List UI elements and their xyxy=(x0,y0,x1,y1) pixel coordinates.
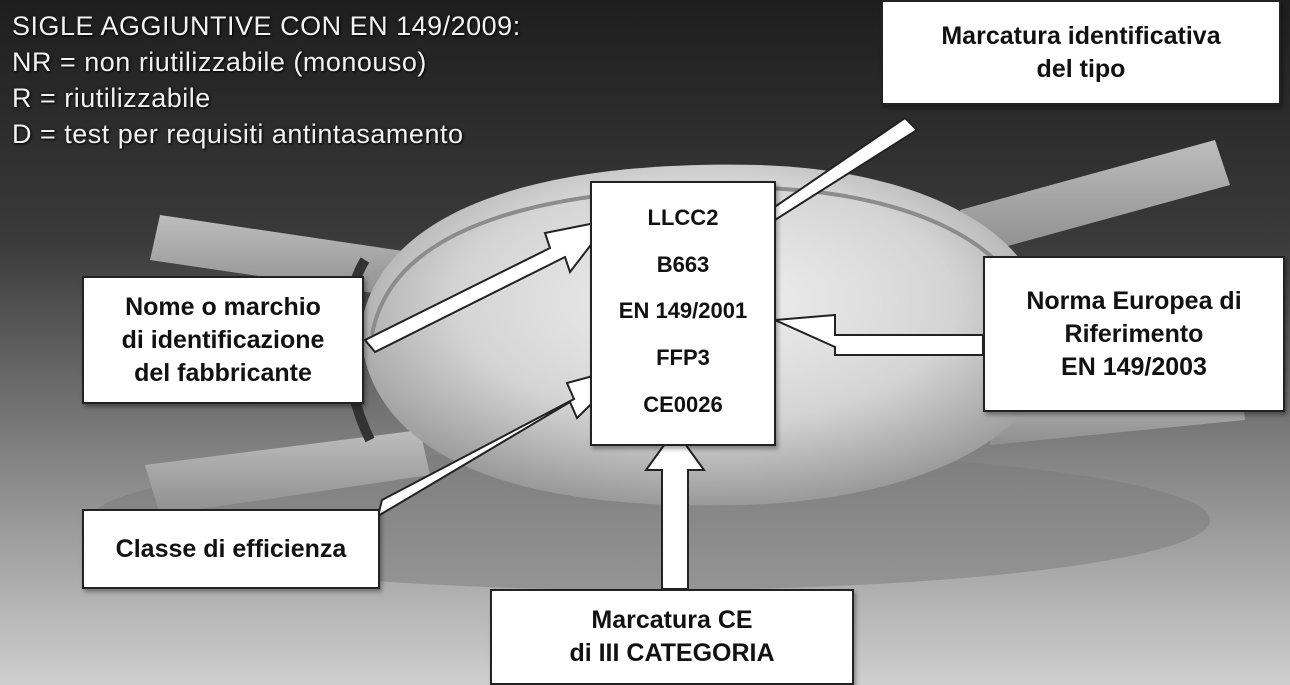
label-line-ce: CE0026 xyxy=(643,391,723,417)
legend-item-r: R = riutilizzabile xyxy=(12,83,211,113)
label-line-type: B663 xyxy=(656,251,710,277)
callout-brand-line: Nome o marchio xyxy=(125,292,321,321)
callout-norm: Norma Europea di Riferimento EN 149/2003 xyxy=(983,256,1285,412)
label-line-class: FFP3 xyxy=(656,345,710,371)
callout-ce-line: di III CATEGORIA xyxy=(569,639,775,667)
label-line-code: LLCC2 xyxy=(647,205,719,231)
strap-left-lower xyxy=(145,430,430,515)
arrow-norm-to-en149 xyxy=(771,313,984,356)
legend-item-d: D = test per requisiti antintasamento xyxy=(12,119,464,149)
callout-brand-line: di identificazione xyxy=(121,325,325,354)
callout-type-line: del tipo xyxy=(1036,54,1126,83)
callout-type-line: Marcatura identificativa xyxy=(941,21,1221,50)
label-line-standard: EN 149/2001 xyxy=(618,298,748,324)
callout-ce-line: Marcatura CE xyxy=(591,606,753,634)
callout-norm-line: EN 149/2003 xyxy=(1061,352,1207,381)
legend-title: SIGLE AGGIUNTIVE CON EN 149/2009: xyxy=(12,11,521,41)
callout-norm-line: Norma Europea di xyxy=(1026,286,1242,315)
strap-right-upper xyxy=(960,140,1230,255)
callout-norm-line: Riferimento xyxy=(1064,319,1204,348)
callout-type-marking: Marcatura identificativa del tipo xyxy=(881,0,1281,105)
callout-brand: Nome o marchio di identificazione del fa… xyxy=(82,276,364,404)
arrow-ce-to-ce0026 xyxy=(644,428,706,590)
callout-class-line: Classe di efficienza xyxy=(115,534,347,563)
callout-brand-line: del fabbricante xyxy=(134,358,312,387)
callout-ce-marking: Marcatura CE di III CATEGORIA xyxy=(490,589,854,685)
legend-item-nr: NR = non riutilizzabile (monouso) xyxy=(12,47,427,77)
legend: SIGLE AGGIUNTIVE CON EN 149/2009: NR = n… xyxy=(12,8,521,152)
mask-label-panel: LLCC2 B663 EN 149/2001 FFP3 CE0026 xyxy=(590,181,776,446)
callout-efficiency-class: Classe di efficienza xyxy=(82,509,380,589)
